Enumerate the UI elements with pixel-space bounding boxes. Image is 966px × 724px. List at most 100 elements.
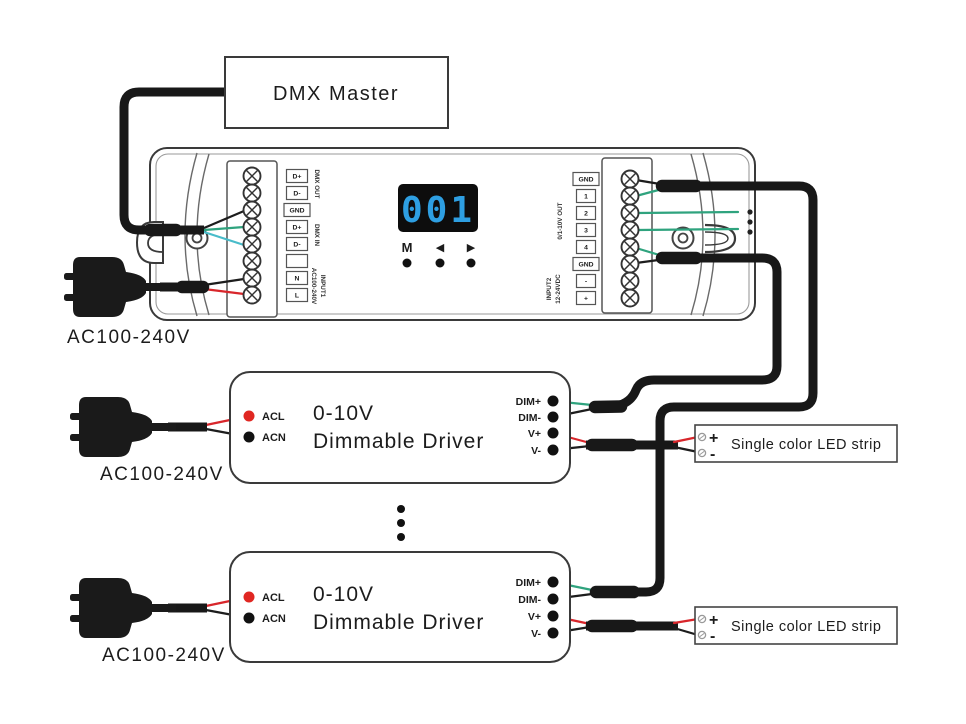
led-strip-2: + - Single color LED strip [694,606,898,645]
dim-minus-label: DIM- [518,412,541,424]
led-minus-label: - [710,628,715,645]
acn-label: ACN [262,432,286,444]
led-strip-box [694,424,898,463]
right-mount-hole-inner [677,232,689,244]
output-continues-ellipsis [747,209,753,235]
driver-title-line1: 0-10V [313,583,374,606]
right-terminal-label-texts: GND 1 2 3 4 GND - + [578,177,593,303]
terminal-label: D+ [293,174,302,181]
dmx-master-label: DMX Master [273,83,399,105]
led-plus-terminal [697,432,707,442]
screw-terminal [620,254,640,274]
v-minus-label: V- [531,628,541,640]
screw-terminal [620,271,640,291]
screw-terminal [242,285,262,305]
led-minus-label: - [710,446,715,463]
ch4-cable-end-sleeve [588,400,628,414]
right-endcap-arc [690,153,704,316]
right-mounting-slot [704,223,737,254]
left-terminal-labels [283,168,311,303]
terminal-label: D- [293,242,300,249]
v-plus-label: V+ [528,428,541,440]
ac-plug-icon [70,578,176,638]
dmx-master-box [224,56,449,129]
dmx-dplus-wire [202,225,246,232]
led2-minus-wire [672,626,700,637]
cables [119,87,818,633]
dmx-controller: 001 M ◀ ▶ D+ D- GND D+ D- N L DMX OUT [135,147,756,321]
terminal-label: D+ [293,225,302,232]
screw-terminal [242,200,262,220]
input1-voltage-label: AC100-240V [310,268,317,305]
led1-plus-wire [672,435,700,444]
led-plus-label: + [709,612,718,629]
left-mount-hole-inner [191,232,203,244]
screw-terminal [620,186,640,206]
led1-minus-wire [672,445,700,454]
driver-title-line2: Dimmable Driver [313,611,484,634]
right-endcap-arc [702,152,716,317]
next-button [466,258,476,268]
prev-button [435,258,445,268]
more-drivers-ellipsis [397,505,405,541]
ac-voltage-label: AC100-240V [67,327,191,348]
input2-group-label: INPUT2 [546,277,553,300]
terminal-label: 4 [584,245,588,252]
v-plus-label: V+ [528,611,541,623]
menu-button [402,258,412,268]
screw-terminal [620,288,640,308]
terminal-label: 3 [584,228,588,235]
terminal-label: 1 [584,194,588,201]
input1-group-label: INPUT1 [319,275,326,298]
screw-terminal [620,169,640,189]
prev-button-label: ◀ [436,242,445,254]
terminal-label: GND [578,262,593,269]
v-plus-terminal [547,610,559,622]
ch1-dim-cable [592,181,818,597]
dim-plus-label: DIM+ [516,577,541,589]
terminal-label: GND [289,208,304,215]
ac-voltage-label: AC100-240V [102,645,226,666]
acn-label: ACN [262,613,286,625]
out-ch3-wire [636,227,740,232]
terminal-label: GND [578,177,593,184]
led-display [398,184,478,232]
v-minus-label: V- [531,445,541,457]
terminal-label: 2 [584,211,588,218]
screw-terminal [242,251,262,271]
screw-terminal [242,183,262,203]
driver-title-line1: 0-10V [313,402,374,425]
display-value: 001 [401,190,475,231]
dmx-master: DMX Master [224,56,449,129]
led-plus-terminal [697,614,707,624]
right-terminal-labels [572,171,600,306]
led-plus-label: + [709,430,718,447]
driver-box [229,371,571,484]
right-mounting-slot-inner [704,231,729,246]
screw-terminal [620,203,640,223]
dmx-in-group-label: DMX IN [313,224,320,246]
dmx-dminus-wire [202,230,246,247]
led-minus-terminal [697,448,707,458]
acl-label: ACL [262,411,285,423]
out-group-label: 0/1-10V OUT [557,202,564,239]
led2-plus-wire [672,617,700,625]
dim-plus-label: DIM+ [516,396,541,408]
dim-plus-terminal [547,395,559,407]
acn-terminal [243,612,255,624]
led-minus-terminal [697,630,707,640]
driver-box [229,551,571,663]
terminal-label: N [295,276,300,283]
dimmable-driver-2: ACL ACN 0-10V Dimmable Driver DIM+ DIM- … [229,551,571,663]
dmx-out-group-label: DMX OUT [313,169,320,198]
screw-terminal [242,166,262,186]
screw-terminal [620,220,640,240]
dmx-master-cable [119,87,225,235]
terminal-label: - [585,279,587,286]
dimmable-driver-1: ACL ACN 0-10V Dimmable Driver DIM+ DIM- … [229,371,571,484]
led-strip-box [694,606,898,645]
v-minus-terminal [547,627,559,639]
acl-label: ACL [262,592,285,604]
dim-minus-terminal [547,411,559,423]
